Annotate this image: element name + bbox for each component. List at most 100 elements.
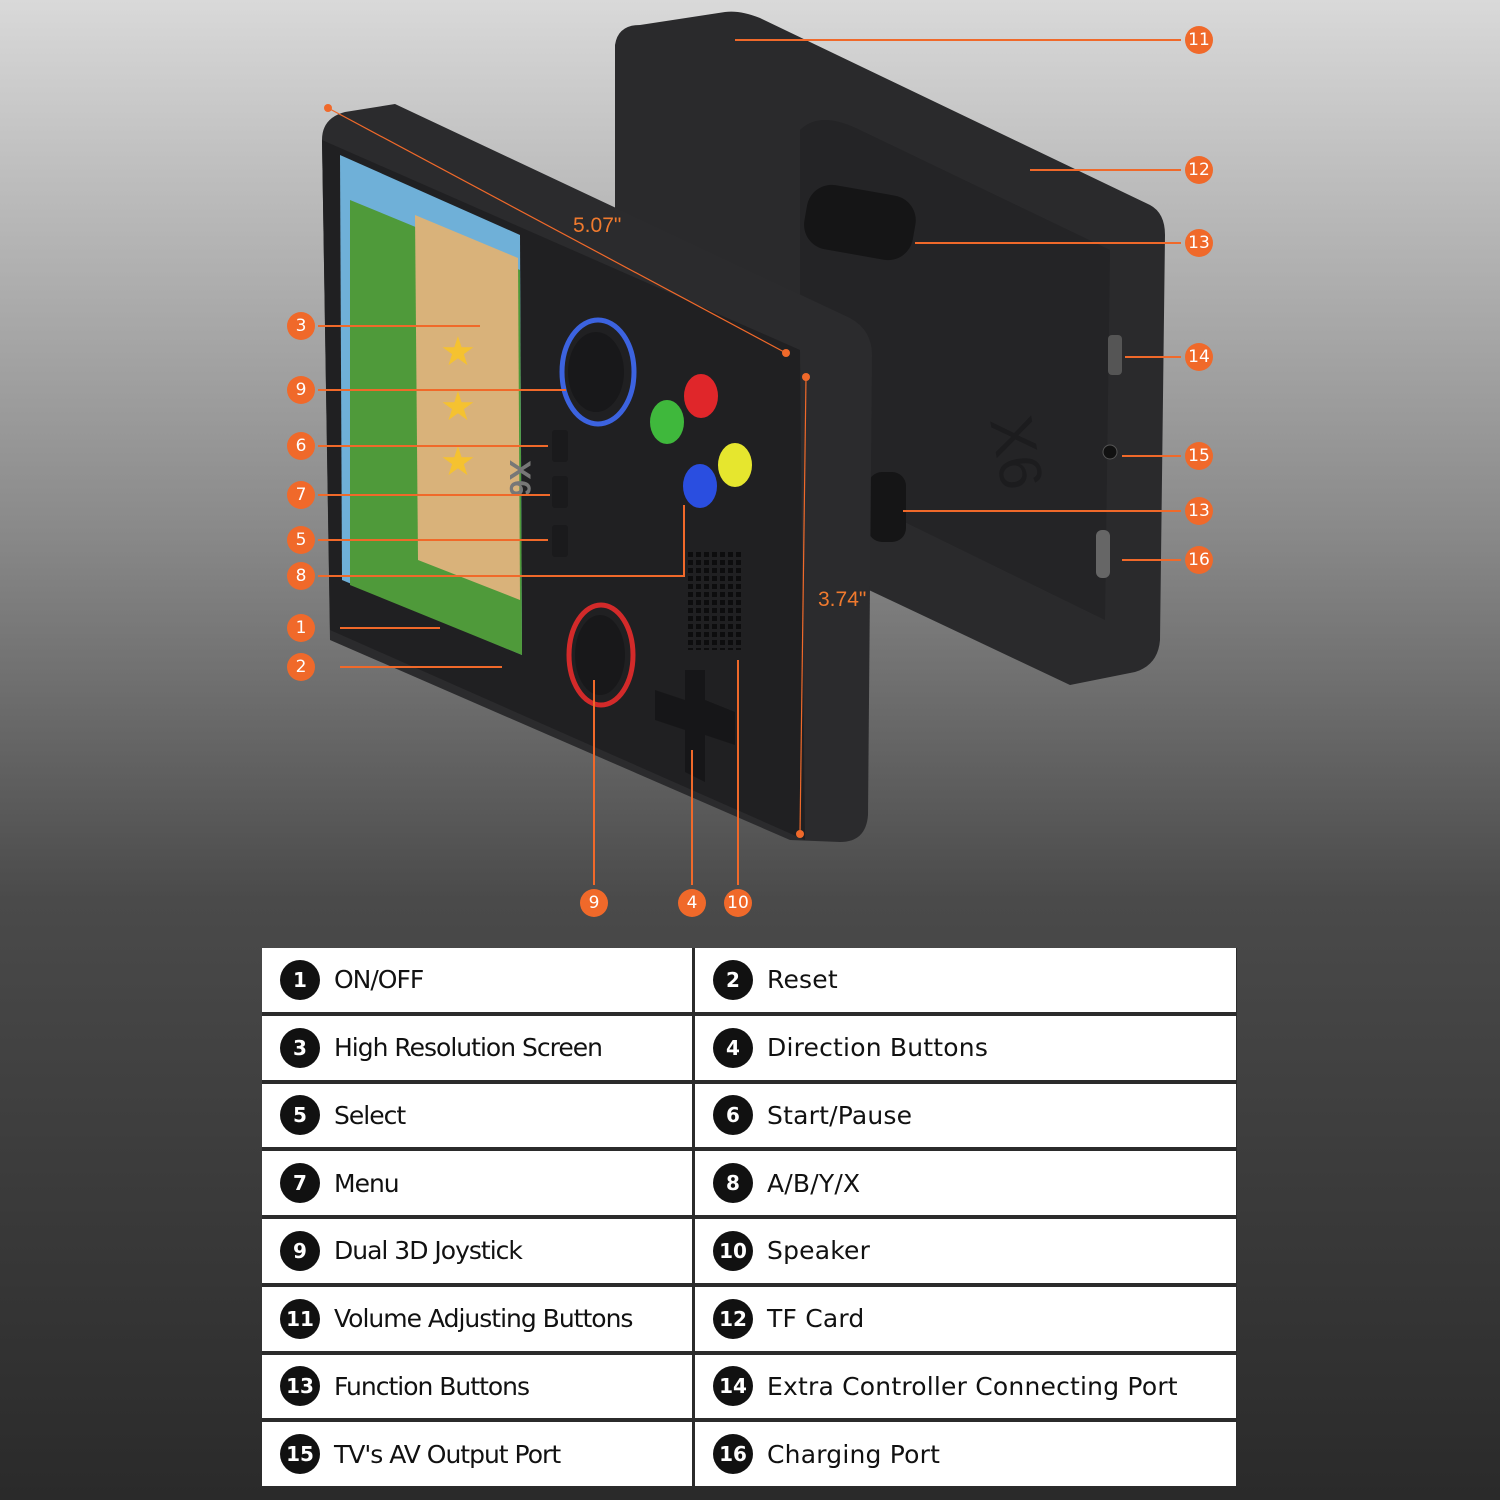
front-logo: X6 xyxy=(503,460,536,497)
legend-number-badge: 3 xyxy=(280,1027,320,1068)
callout-marker xyxy=(1185,229,1213,257)
start-button xyxy=(552,430,568,462)
callout-marker xyxy=(1185,156,1213,184)
callout-marker xyxy=(1185,442,1213,470)
legend-label: High Resolution Screen xyxy=(334,1033,603,1063)
callout-number: 12 xyxy=(1188,160,1210,180)
legend-number-badge: 7 xyxy=(280,1163,320,1204)
svg-text:★: ★ xyxy=(440,440,476,484)
button-x xyxy=(650,400,684,444)
legend-label: Charging Port xyxy=(767,1439,941,1469)
legend-item: 13 Function Buttons xyxy=(262,1354,692,1419)
legend-number-badge: 16 xyxy=(713,1434,753,1475)
controller-port xyxy=(1108,335,1122,375)
d-pad xyxy=(655,670,735,782)
legend-label: Function Buttons xyxy=(334,1371,530,1401)
button-a xyxy=(684,374,718,418)
left-joystick xyxy=(568,332,624,412)
dimension-height: 3.74" xyxy=(796,373,866,838)
function-button-top xyxy=(804,184,916,261)
callout-number: 14 xyxy=(1188,347,1210,367)
legend-item: 1 ON/OFF xyxy=(262,948,692,1012)
legend-number-badge: 2 xyxy=(713,959,753,1000)
callout-number: 5 xyxy=(296,530,307,550)
legend-label: Speaker xyxy=(767,1236,871,1266)
av-port xyxy=(1102,444,1118,460)
callout-marker xyxy=(287,562,315,590)
legend-number-badge: 10 xyxy=(713,1230,753,1271)
charging-port xyxy=(1096,530,1110,578)
callout-number: 13 xyxy=(1188,233,1210,253)
legend-number-badge: 1 xyxy=(280,959,320,1000)
legend-label: Direction Buttons xyxy=(767,1033,989,1063)
function-button-bottom xyxy=(868,472,906,542)
right-joystick xyxy=(575,615,625,695)
legend-label: Menu xyxy=(334,1168,400,1198)
callout-marker xyxy=(287,614,315,642)
legend-number-badge: 12 xyxy=(713,1298,753,1339)
legend-number-badge: 15 xyxy=(280,1434,320,1475)
legend-item: 7 Menu xyxy=(262,1151,692,1215)
callout-number: 11 xyxy=(1188,30,1210,50)
legend-item: 16 Charging Port xyxy=(695,1422,1236,1486)
legend-number-badge: 4 xyxy=(713,1027,753,1068)
feature-legend-table: 1 ON/OFF 2 Reset 3 High Resolution Screen 4 Dir… xyxy=(262,948,1237,1486)
callout-number: 7 xyxy=(296,485,307,505)
legend-label: ON/OFF xyxy=(334,965,424,995)
callout-number: 6 xyxy=(296,436,307,456)
legend-number-badge: 9 xyxy=(280,1230,320,1271)
legend-label: Select xyxy=(334,1100,406,1130)
legend-item: 2 Reset xyxy=(695,948,1236,1012)
legend-item: 9 Dual 3D Joystick xyxy=(262,1219,692,1283)
menu-button xyxy=(552,476,568,508)
legend-item: 6 Start/Pause xyxy=(695,1083,1236,1148)
legend-item: 12 TF Card xyxy=(695,1286,1236,1351)
callout-number: 3 xyxy=(296,316,307,336)
product-diagram: X6 ★ ★ ★ X6 5.07" 3 xyxy=(287,11,1213,917)
dimension-width: 5.07" xyxy=(324,104,790,357)
callout-number: 4 xyxy=(687,893,698,913)
back-logo: X6 xyxy=(977,411,1056,495)
legend-number-badge: 5 xyxy=(280,1095,320,1136)
legend-item: 15 TV's AV Output Port xyxy=(262,1422,692,1486)
legend-number-badge: 13 xyxy=(280,1366,320,1407)
callout-marker xyxy=(1185,497,1213,525)
left-joystick-ring xyxy=(559,317,637,427)
callout-marker xyxy=(1185,343,1213,371)
legend-label: TF Card xyxy=(767,1304,865,1334)
legend-item: 5 Select xyxy=(262,1083,692,1148)
legend-label: Volume Adjusting Buttons xyxy=(334,1304,633,1334)
callout-marker xyxy=(580,889,608,917)
legend-item: 3 High Resolution Screen xyxy=(262,1015,692,1080)
legend-label: Start/Pause xyxy=(767,1100,913,1130)
callout-number: 9 xyxy=(296,380,307,400)
callout-marker xyxy=(287,653,315,681)
legend-label: TV's AV Output Port xyxy=(334,1439,561,1469)
callout-number: 8 xyxy=(296,566,307,586)
callout-marker xyxy=(678,889,706,917)
callout-number: 9 xyxy=(589,893,600,913)
legend-label: Dual 3D Joystick xyxy=(334,1236,523,1266)
height-label: 3.74" xyxy=(818,588,866,611)
callout-marker xyxy=(287,312,315,340)
legend-item: 4 Direction Buttons xyxy=(695,1015,1236,1080)
legend-label: Extra Controller Connecting Port xyxy=(767,1371,1178,1401)
callout-marker xyxy=(1185,546,1213,574)
callout-number: 15 xyxy=(1188,446,1210,466)
right-joystick-ring xyxy=(566,602,636,708)
legend-item: 10 Speaker xyxy=(695,1219,1236,1283)
callout-number: 16 xyxy=(1188,550,1210,570)
legend-number-badge: 14 xyxy=(713,1366,753,1407)
svg-text:★: ★ xyxy=(440,330,476,374)
legend-label: Reset xyxy=(767,965,838,995)
callout-number: 1 xyxy=(296,618,307,638)
legend-number-badge: 8 xyxy=(713,1163,753,1204)
legend-number-badge: 6 xyxy=(713,1095,753,1136)
svg-text:★: ★ xyxy=(440,385,476,429)
callout-number: 13 xyxy=(1188,501,1210,521)
callout-leader-line xyxy=(318,505,685,577)
select-button xyxy=(552,525,568,557)
callout-marker xyxy=(287,481,315,509)
